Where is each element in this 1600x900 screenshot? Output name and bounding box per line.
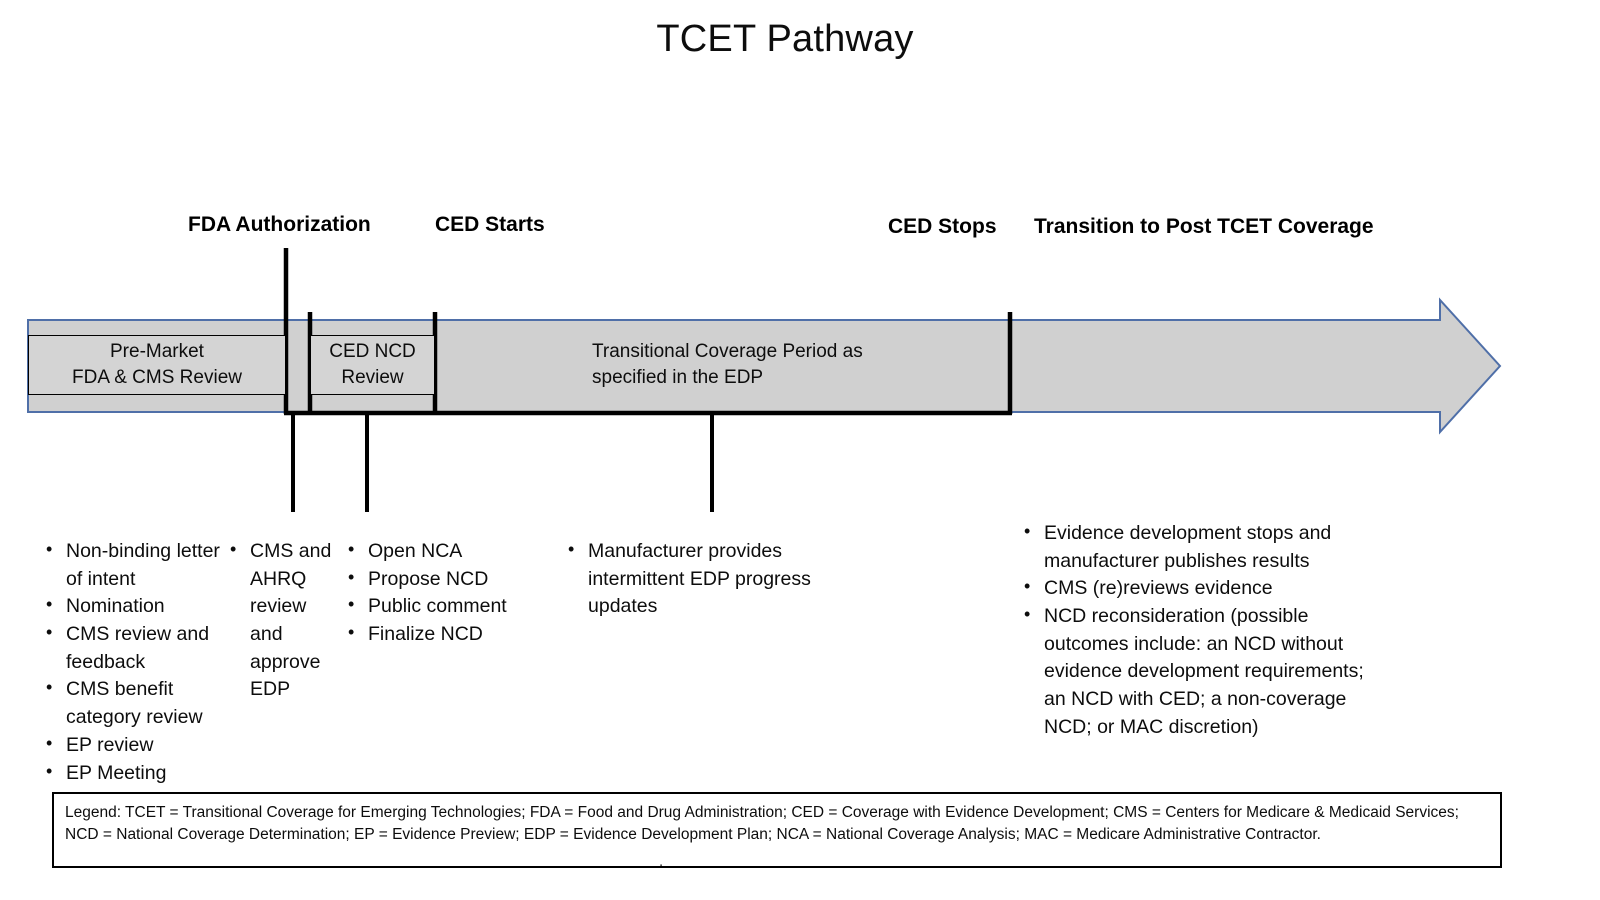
phase-pre-market-line2: FDA & CMS Review — [72, 367, 242, 388]
bullet-list: Open NCA Propose NCD Public comment Fina… — [346, 537, 546, 649]
bullet-column-pre-market-activities: Non-binding letter of intent Nomination … — [44, 537, 234, 788]
phase-label-transitional-coverage-period: Transitional Coverage Period as specifie… — [592, 335, 1012, 395]
bullet-column-post-tcet-activities: Evidence development stops and manufactu… — [1022, 519, 1374, 742]
bullet-column-edp-approval-activities: CMS and AHRQ review and approve EDP — [228, 537, 338, 704]
list-item: Public comment — [346, 592, 546, 621]
milestone-label-transition-post-tcet: Transition to Post TCET Coverage — [1034, 215, 1374, 238]
list-item: EP review — [44, 731, 234, 760]
list-item: Open NCA — [346, 537, 546, 566]
bullet-list: CMS and AHRQ review and approve EDP — [228, 537, 338, 704]
bullet-column-ncd-process-activities: Open NCA Propose NCD Public comment Fina… — [346, 537, 546, 649]
bullet-list: Manufacturer provides intermittent EDP p… — [566, 537, 816, 621]
bullet-list: Non-binding letter of intent Nomination … — [44, 537, 234, 788]
phase-transitional-line2: specified in the EDP — [592, 367, 764, 388]
phase-box-pre-market: Pre-Market FDA & CMS Review — [28, 335, 286, 395]
list-item: Evidence development stops and manufactu… — [1022, 519, 1374, 575]
legend-text: Legend: TCET = Transitional Coverage for… — [65, 804, 1459, 844]
phase-pre-market-line1: Pre-Market — [110, 341, 204, 363]
list-item: CMS (re)reviews evidence — [1022, 574, 1374, 603]
list-item: NCD reconsideration (possible outcomes i… — [1022, 602, 1374, 741]
phase-ced-ncd-line1: CED NCD — [329, 341, 416, 363]
phase-transitional-line1: Transitional Coverage Period as — [592, 341, 863, 363]
phase-box-ced-ncd-review: CED NCD Review — [310, 335, 435, 395]
list-item: CMS and AHRQ review and approve EDP — [228, 537, 338, 704]
page-title: TCET Pathway — [656, 18, 914, 60]
list-item: Finalize NCD — [346, 620, 546, 649]
milestone-label-ced-stops: CED Stops — [888, 215, 997, 238]
list-item: CMS review and feedback — [44, 620, 234, 676]
phase-ced-ncd-line2: Review — [341, 367, 404, 388]
bullet-list: Evidence development stops and manufactu… — [1022, 519, 1374, 742]
legend-box: Legend: TCET = Transitional Coverage for… — [52, 792, 1502, 870]
list-item: Nomination — [44, 592, 234, 621]
milestone-label-ced-starts: CED Starts — [435, 213, 545, 236]
legend-stray-mark: . — [659, 853, 664, 870]
list-item: Non-binding letter of intent — [44, 537, 234, 593]
bullet-column-coverage-period-activities: Manufacturer provides intermittent EDP p… — [566, 537, 816, 621]
milestone-label-fda-authorization: FDA Authorization — [188, 213, 371, 236]
list-item: EP Meeting — [44, 759, 234, 788]
list-item: Propose NCD — [346, 565, 546, 594]
list-item: CMS benefit category review — [44, 675, 234, 731]
list-item: Manufacturer provides intermittent EDP p… — [566, 537, 816, 621]
